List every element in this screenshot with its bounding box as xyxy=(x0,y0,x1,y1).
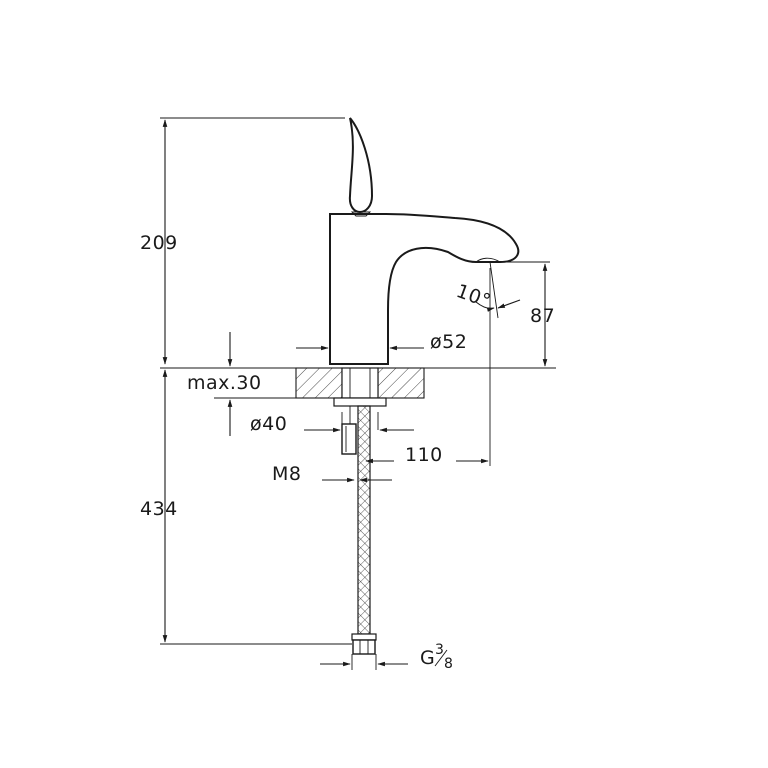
dimension-87: 87 xyxy=(424,261,555,369)
dimension-d52: ø52 xyxy=(296,331,467,353)
tail-rod xyxy=(341,423,357,455)
dim-110-label: 110 xyxy=(405,444,443,466)
dim-g-denominator: 8 xyxy=(444,656,453,672)
dim-434-label: 434 xyxy=(140,498,178,520)
dimension-angle-10: 10° xyxy=(453,261,521,319)
dimension-209: 209 xyxy=(140,117,345,365)
countertop-section xyxy=(282,367,556,399)
faucet-body xyxy=(329,213,520,365)
dim-87-label: 87 xyxy=(530,305,555,327)
hose-nut xyxy=(351,633,377,655)
dimension-m8: M8 xyxy=(272,463,392,485)
lever-handle xyxy=(348,117,374,217)
dim-209-label: 209 xyxy=(140,232,178,254)
dimension-110: 110 xyxy=(365,268,491,466)
dim-max30-label: max.30 xyxy=(187,372,262,394)
dim-m8-label: M8 xyxy=(272,463,301,485)
dimension-g38: G 3 8 xyxy=(320,642,453,672)
mounting-shank xyxy=(333,367,387,424)
dim-d40-label: ø40 xyxy=(250,413,287,435)
dimension-max30: max.30 xyxy=(187,332,296,436)
dim-d52-label: ø52 xyxy=(430,331,467,353)
dimension-434: 434 xyxy=(140,367,352,645)
dim-g-label: G xyxy=(420,647,435,669)
dim-angle-label: 10° xyxy=(453,280,494,313)
flexible-hose xyxy=(357,405,371,635)
dimension-d40: ø40 xyxy=(250,412,414,435)
dim-g-numerator: 3 xyxy=(435,642,444,658)
